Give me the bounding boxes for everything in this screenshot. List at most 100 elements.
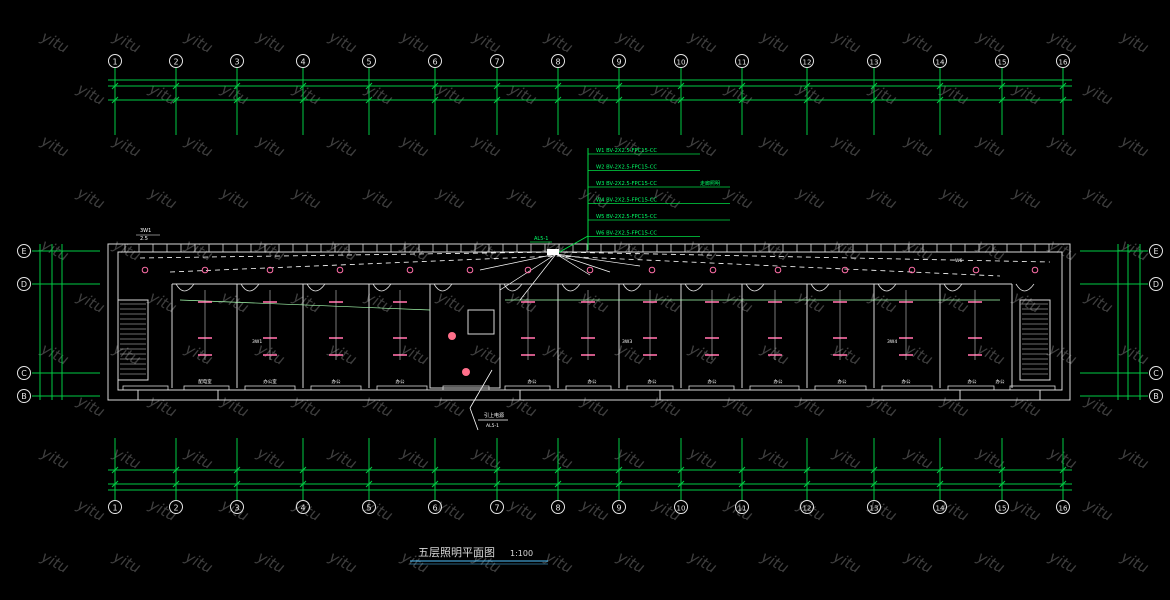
grid-bubble-top bbox=[428, 54, 442, 68]
dim-tick bbox=[803, 480, 811, 488]
ceiling-lamp bbox=[908, 266, 916, 274]
ceiling-lamp bbox=[406, 266, 414, 274]
ceiling-lamp bbox=[1031, 266, 1039, 274]
grid-label-top: 8 bbox=[555, 58, 560, 67]
tag-top-left: 3W1 bbox=[140, 228, 151, 234]
grid-bubble-right bbox=[1149, 244, 1163, 258]
grid-bubble-top bbox=[362, 54, 376, 68]
dim-tick bbox=[365, 466, 373, 474]
bottom-bay-right bbox=[959, 389, 1041, 401]
grid-bubble-bottom bbox=[674, 500, 688, 514]
tag-right-mid: 3W4 bbox=[887, 339, 897, 345]
dim-tick bbox=[677, 82, 685, 90]
ceiling-lamp bbox=[586, 266, 594, 274]
dim-tick bbox=[936, 466, 944, 474]
dim-tick bbox=[738, 82, 746, 90]
dim-tick bbox=[365, 96, 373, 104]
dim-tick bbox=[870, 466, 878, 474]
dim-tick bbox=[233, 466, 241, 474]
room-labels: 配电室办公室办公办公办公办公办公办公办公办公办公办公办公 bbox=[198, 378, 1005, 385]
riser-sub: AL5-1 bbox=[486, 423, 499, 429]
dim-tick bbox=[431, 96, 439, 104]
grid-label-bottom: 15 bbox=[998, 505, 1007, 513]
panel-feeder bbox=[555, 253, 641, 267]
dim-tick bbox=[1059, 96, 1067, 104]
panel-feeder bbox=[519, 253, 557, 301]
dim-tick bbox=[172, 96, 180, 104]
room-label: 办公室 bbox=[263, 378, 277, 385]
room-label: 办公 bbox=[838, 378, 847, 385]
grid-bubble-bottom bbox=[490, 500, 504, 514]
door-swing bbox=[622, 283, 642, 292]
dim-tick bbox=[554, 466, 562, 474]
dim-tick bbox=[111, 466, 119, 474]
emergency-light bbox=[462, 368, 470, 376]
grid-bubble-bottom bbox=[428, 500, 442, 514]
window-frame bbox=[1009, 385, 1056, 391]
grid-bubble-top bbox=[1056, 54, 1070, 68]
elevator-shaft bbox=[467, 309, 495, 335]
ceiling-lamp bbox=[774, 266, 782, 274]
room-partitions bbox=[120, 283, 1048, 388]
grid-label-top: 11 bbox=[738, 59, 747, 67]
grid-label-right: E bbox=[1153, 247, 1158, 256]
dim-tick bbox=[554, 96, 562, 104]
ceiling-lamp bbox=[201, 266, 209, 274]
grid-label-bottom: 16 bbox=[1059, 505, 1068, 513]
dim-tick bbox=[936, 480, 944, 488]
room-label: 办公 bbox=[968, 378, 977, 385]
grid-label-top: 4 bbox=[300, 58, 305, 67]
dim-tick bbox=[493, 480, 501, 488]
dim-tick bbox=[1059, 466, 1067, 474]
window-marks bbox=[122, 244, 1056, 391]
door-swing bbox=[306, 283, 326, 292]
grid-label-bottom: 13 bbox=[870, 505, 879, 513]
grid-label-top: 15 bbox=[998, 59, 1007, 67]
window-frame bbox=[814, 385, 867, 391]
grid-bubble-left bbox=[17, 244, 31, 258]
light-fixtures bbox=[141, 266, 1039, 376]
grid-bubble-bottom bbox=[551, 500, 565, 514]
dim-tick bbox=[172, 480, 180, 488]
title-block: 五层照明平面图 1:100 bbox=[410, 546, 548, 565]
door-swing bbox=[561, 283, 581, 292]
grid-bubble-bottom bbox=[296, 500, 310, 514]
dim-tick bbox=[431, 82, 439, 90]
riser-leader-1 bbox=[469, 369, 493, 409]
grid-bubble-top bbox=[995, 54, 1009, 68]
dim-tick bbox=[998, 82, 1006, 90]
dim-tick bbox=[803, 466, 811, 474]
grid-bubble-bottom bbox=[800, 500, 814, 514]
grid-bubble-bottom bbox=[735, 500, 749, 514]
left-stair bbox=[117, 299, 149, 381]
room-label: 办公 bbox=[396, 378, 405, 385]
schedule-leader-diag bbox=[555, 235, 589, 255]
grid-bubble-left bbox=[17, 366, 31, 380]
grid-bubble-right bbox=[1149, 277, 1163, 291]
grid-label-top: 16 bbox=[1059, 59, 1068, 67]
window-frame bbox=[244, 385, 296, 391]
dim-tick bbox=[365, 82, 373, 90]
grid-label-bottom: 11 bbox=[738, 505, 747, 513]
dim-tick bbox=[615, 96, 623, 104]
dim-tick bbox=[998, 466, 1006, 474]
dim-tick bbox=[738, 466, 746, 474]
grid-label-bottom: 2 bbox=[173, 504, 178, 513]
grid-bubble-bottom bbox=[612, 500, 626, 514]
drawing-scale: 1:100 bbox=[510, 549, 533, 558]
panel-feeder bbox=[555, 253, 591, 276]
grid-bubble-bottom bbox=[169, 500, 183, 514]
ceiling-lamp bbox=[336, 266, 344, 274]
window-frame bbox=[376, 385, 428, 391]
panel-feeder bbox=[479, 253, 557, 271]
grid-label-left: D bbox=[21, 280, 27, 289]
grid-label-bottom: 5 bbox=[366, 504, 371, 513]
grid-bubble-bottom bbox=[230, 500, 244, 514]
room-label: 办公 bbox=[528, 378, 537, 385]
emergency-light bbox=[448, 332, 456, 340]
grid-label-bottom: 8 bbox=[555, 504, 560, 513]
window-frame bbox=[688, 385, 735, 391]
dim-tick bbox=[870, 480, 878, 488]
grid-bubble-bottom bbox=[933, 500, 947, 514]
